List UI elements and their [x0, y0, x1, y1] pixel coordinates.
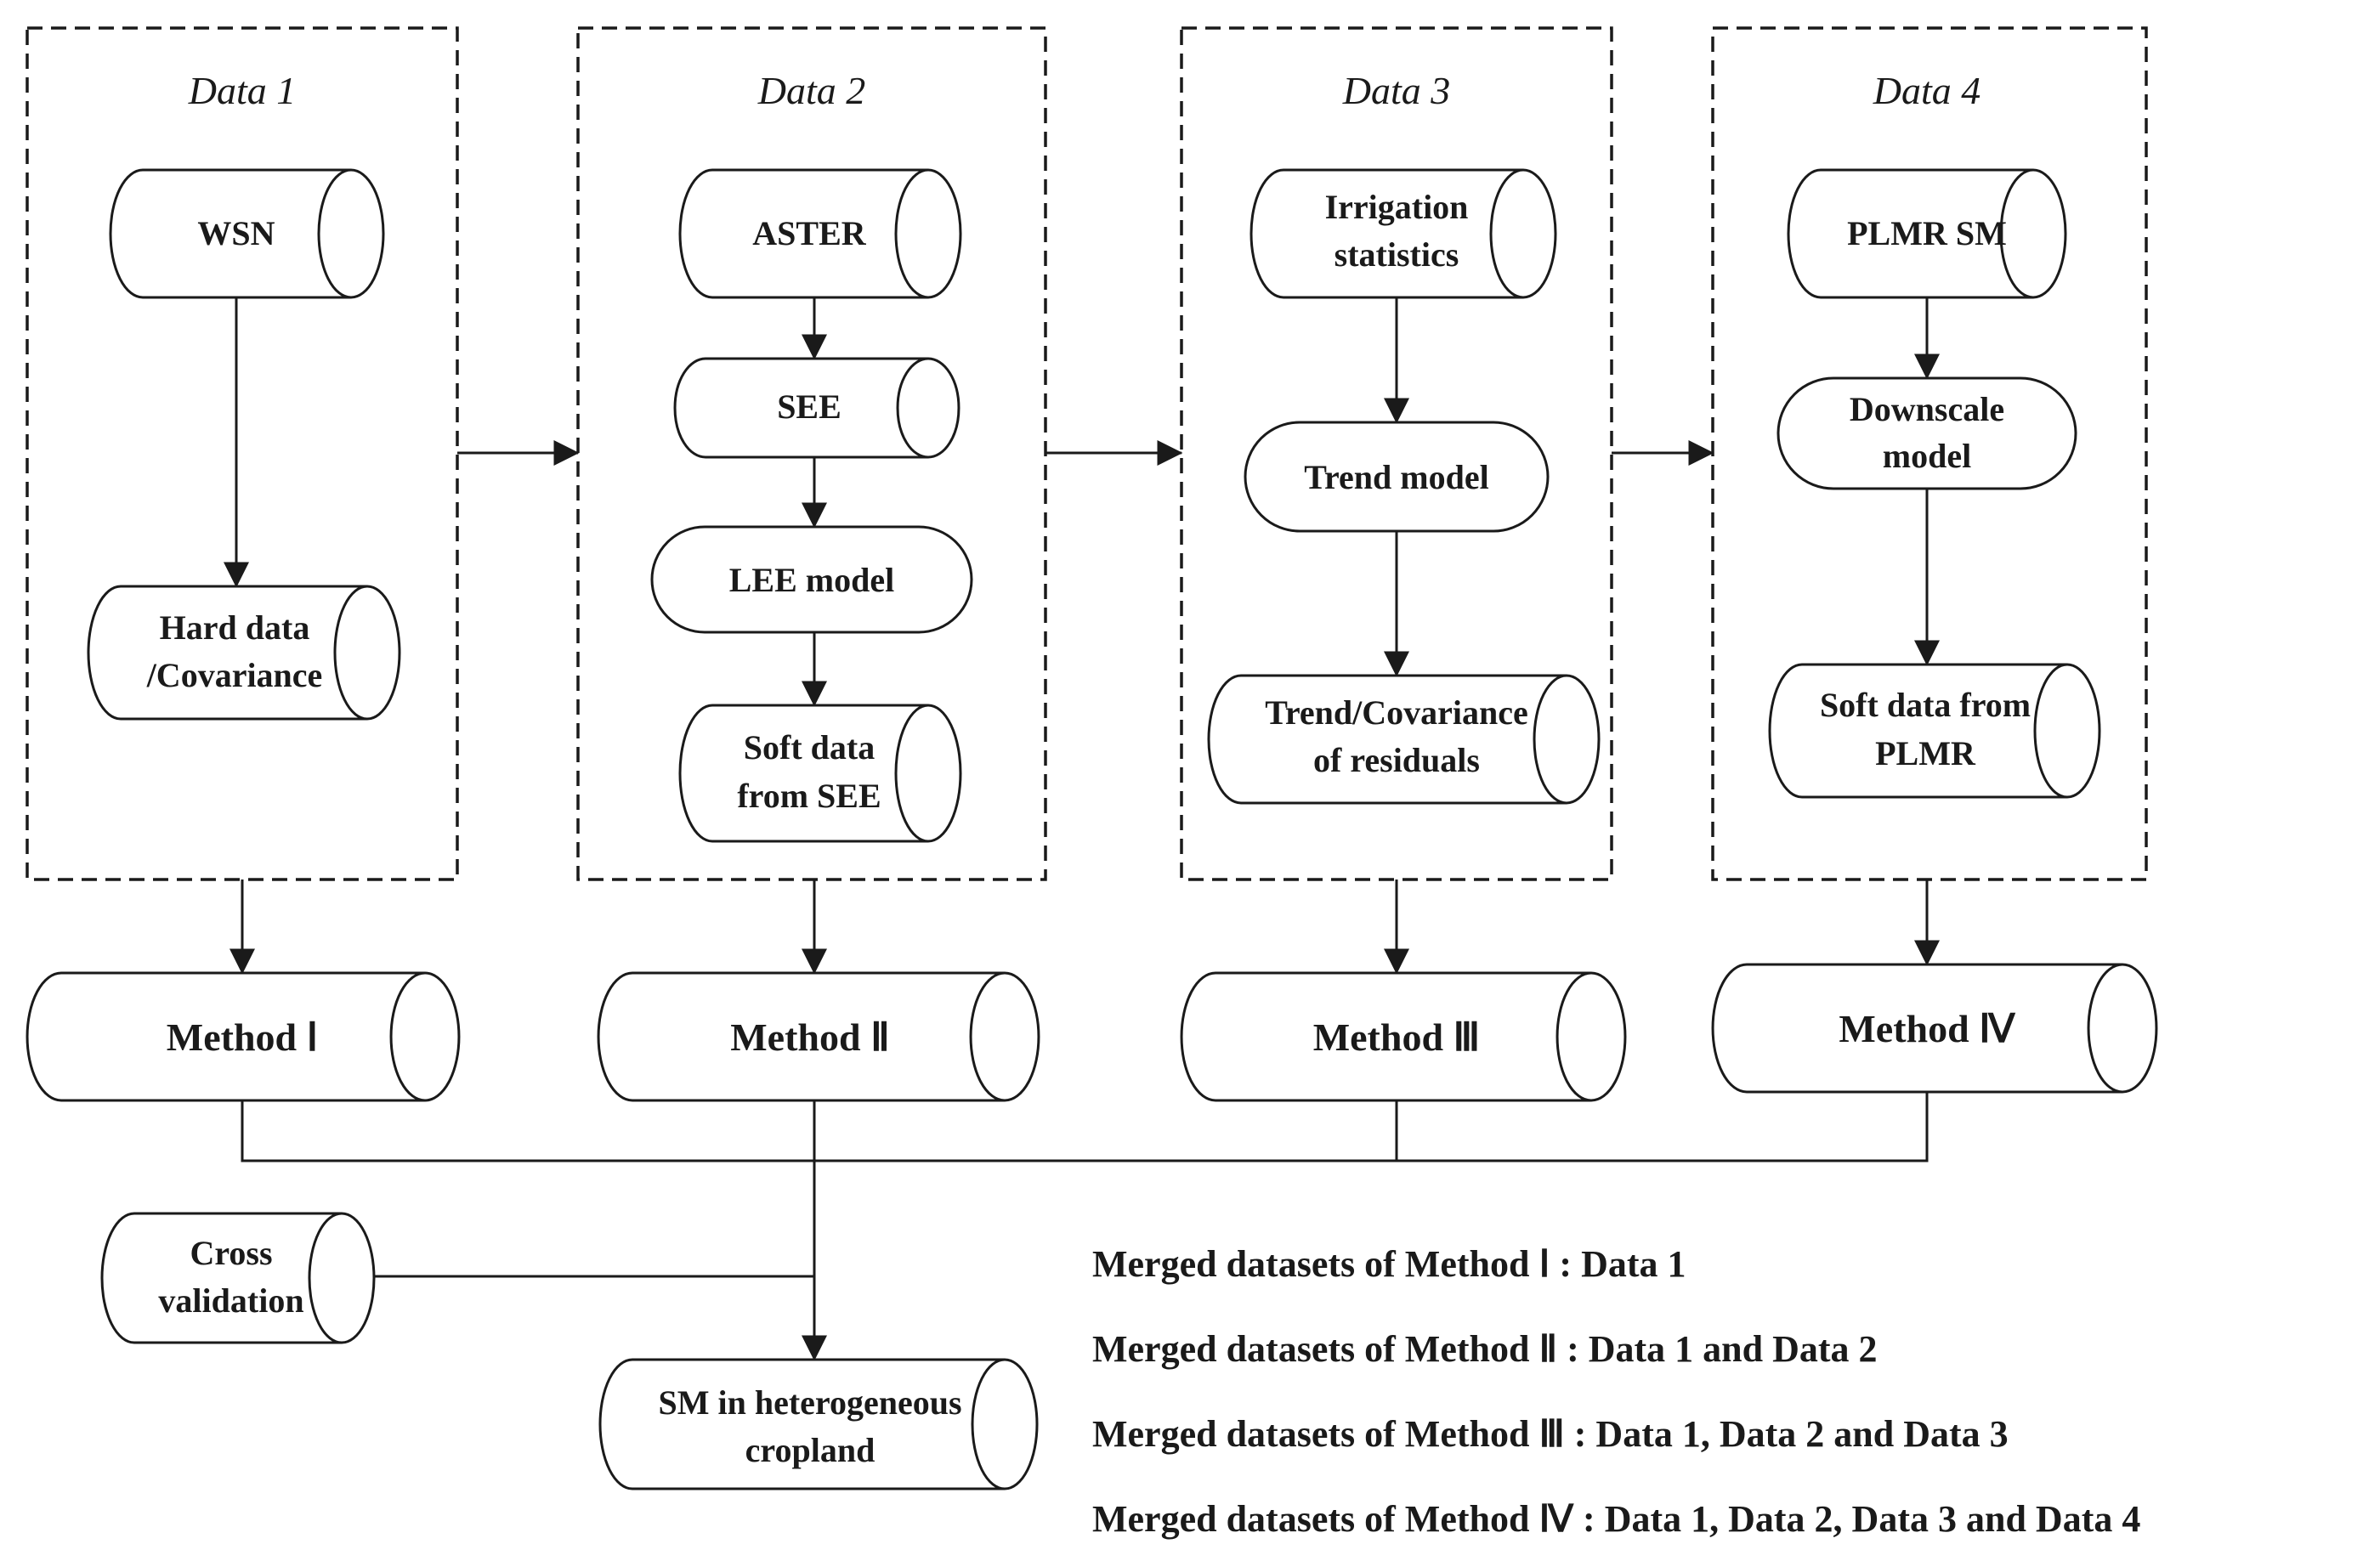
data4-title: Data 4 [1873, 69, 1981, 112]
cross-validation-label-1: Cross [190, 1234, 272, 1272]
cross-validation-label-2: validation [158, 1281, 303, 1320]
soft-data-plmr-label-2: PLMR [1875, 734, 1976, 772]
hard-data-label-1: Hard data [160, 608, 310, 647]
soft-data-plmr-label-1: Soft data from [1820, 686, 2031, 724]
trend-cov-node: Trend/Covariance of residuals [1207, 674, 1601, 805]
note-method4: Merged datasets of Method Ⅳ : Data 1, Da… [1092, 1498, 2140, 1540]
soft-data-see-label-2: from SEE [737, 777, 881, 815]
downscale-label-2: model [1883, 437, 1971, 475]
output-node: SM in heterogeneous cropland [598, 1358, 1039, 1490]
hard-data-node: Hard data /Covariance [87, 585, 401, 721]
trend-cov-label-1: Trend/Covariance [1265, 693, 1528, 732]
method1-label: Method Ⅰ [167, 1015, 318, 1059]
soft-data-see-node: Soft data from SEE [678, 704, 962, 843]
irrigation-label-2: statistics [1334, 235, 1459, 274]
method3-label: Method Ⅲ [1313, 1015, 1481, 1059]
method3-node: Method Ⅲ [1180, 971, 1627, 1102]
aster-node: ASTER [678, 168, 962, 299]
see-label: SEE [777, 387, 842, 426]
soft-data-see-label-1: Soft data [744, 728, 875, 766]
note-method2: Merged datasets of Method Ⅱ : Data 1 and… [1092, 1328, 1878, 1370]
data3-title: Data 3 [1342, 69, 1451, 112]
note-method1: Merged datasets of Method Ⅰ : Data 1 [1092, 1243, 1686, 1285]
note-method3: Merged datasets of Method Ⅲ : Data 1, Da… [1092, 1413, 2009, 1455]
data2-title: Data 2 [757, 69, 866, 112]
see-node: SEE [673, 357, 960, 459]
data1-title: Data 1 [188, 69, 297, 112]
downscale-label-1: Downscale [1850, 390, 2004, 428]
data1-group [26, 26, 459, 881]
aster-label: ASTER [752, 214, 866, 252]
lee-model-label: LEE model [729, 561, 894, 599]
plmr-sm-node: PLMR SM [1787, 168, 2067, 299]
soft-data-plmr-node: Soft data from PLMR [1768, 663, 2101, 799]
hard-data-label-2: /Covariance [146, 656, 323, 694]
trend-cov-label-2: of residuals [1313, 741, 1480, 779]
wsn-label: WSN [197, 214, 275, 252]
method1-node: Method Ⅰ [26, 971, 461, 1102]
method2-node: Method Ⅱ [597, 971, 1040, 1102]
method2-label: Method Ⅱ [730, 1015, 889, 1059]
data3-group [1180, 26, 1613, 881]
output-label-1: SM in heterogeneous [658, 1383, 961, 1422]
method4-node: Method Ⅳ [1711, 963, 2158, 1094]
trend-model-label: Trend model [1304, 458, 1488, 496]
irrigation-label-1: Irrigation [1325, 188, 1469, 226]
wsn-node: WSN [109, 168, 385, 299]
output-label-2: cropland [745, 1431, 876, 1469]
plmr-sm-label: PLMR SM [1847, 214, 2007, 252]
merge-line [241, 1092, 1929, 1162]
method4-label: Method Ⅳ [1839, 1007, 2016, 1050]
cross-validation-node: Cross validation [100, 1212, 376, 1344]
irrigation-node: Irrigation statistics [1250, 168, 1557, 299]
